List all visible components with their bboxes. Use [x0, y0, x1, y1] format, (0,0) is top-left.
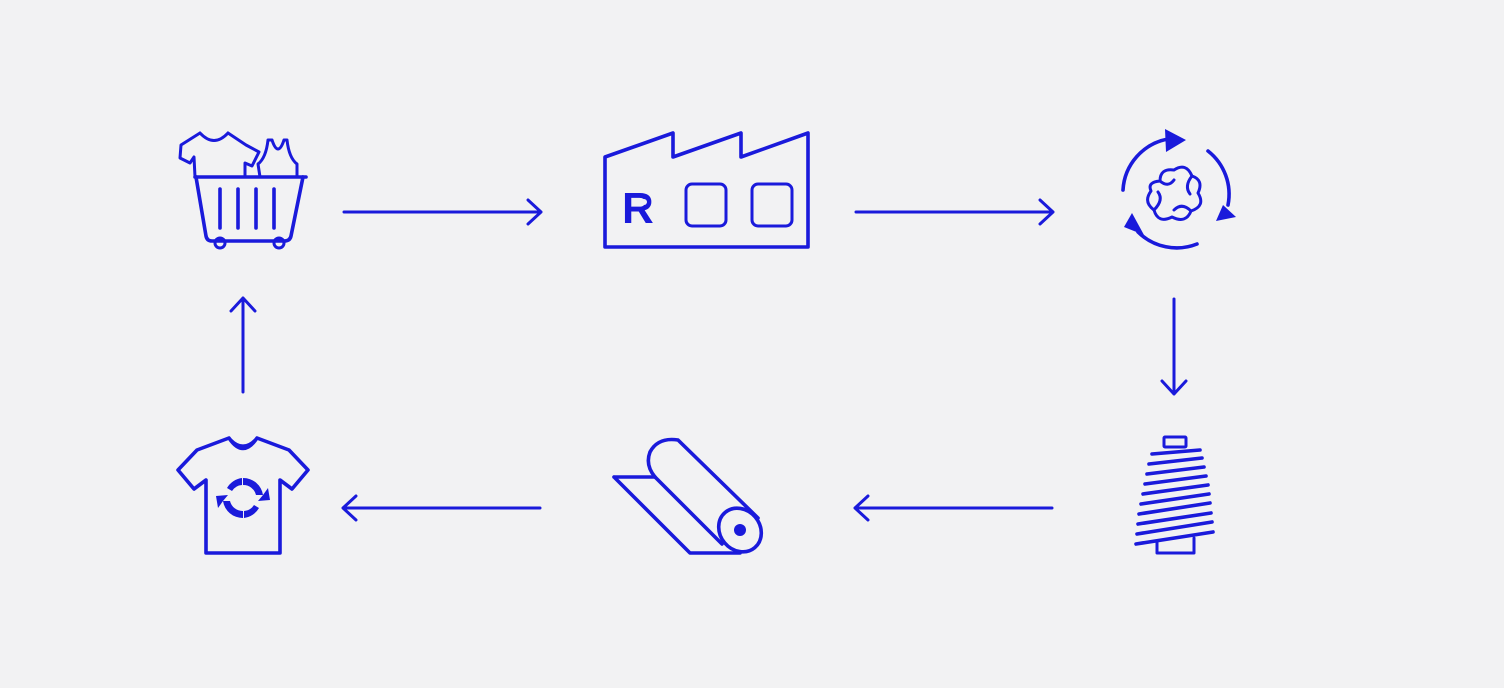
- cotton-recycle-icon: [1121, 129, 1236, 250]
- arrow-right-2: [854, 198, 1055, 226]
- factory-icon: R: [603, 131, 810, 249]
- factory-logo-letter: R: [622, 184, 654, 233]
- arrow-left-1: [853, 494, 1054, 522]
- thread-spool-icon: [1134, 435, 1215, 555]
- recycled-tshirt-icon: [176, 436, 310, 555]
- arrow-up: [229, 296, 257, 394]
- fabric-roll-icon: [612, 437, 764, 555]
- clothes-bin-icon: [178, 131, 308, 250]
- arrow-left-2: [341, 494, 542, 522]
- arrow-right-1: [342, 198, 543, 226]
- arrow-down: [1160, 297, 1188, 396]
